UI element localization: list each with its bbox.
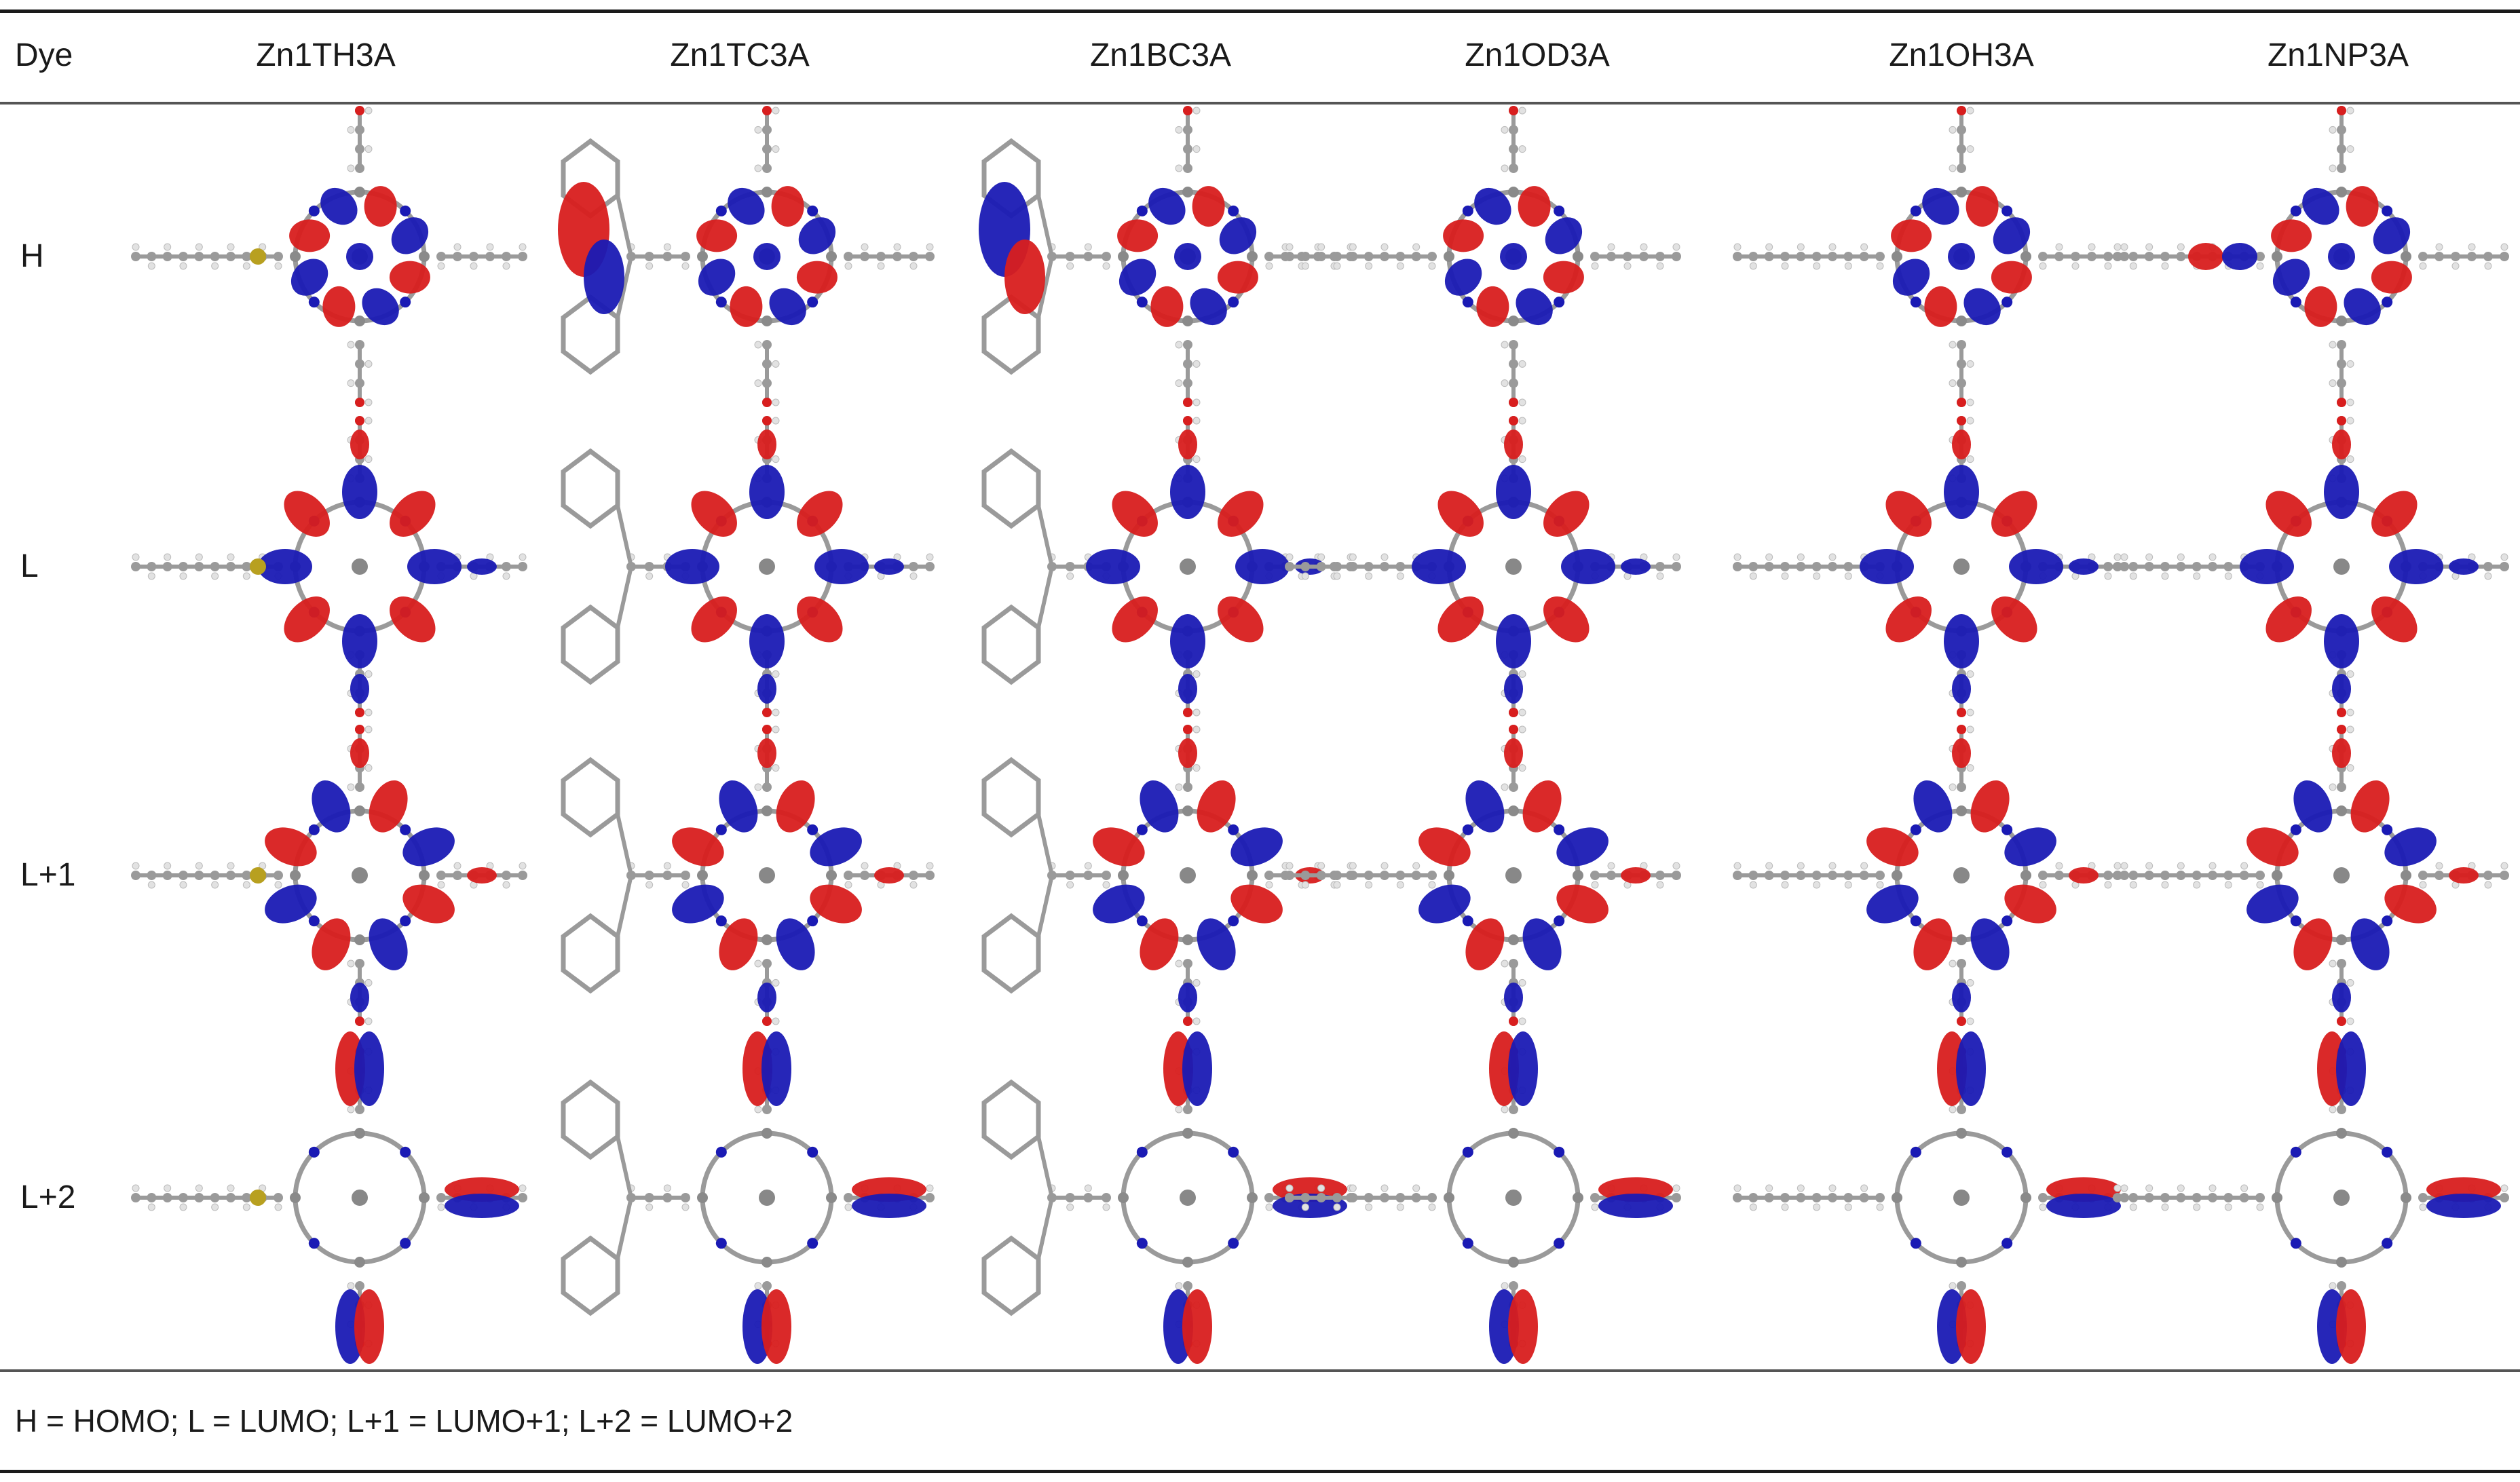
row-label-lumo-plus-2: L+2 [20,1179,76,1215]
table-footnote: H = HOMO; L = LUMO; L+1 = LUMO+1; L+2 = … [15,1403,793,1439]
orbital-image-r4-c6 [2113,1031,2509,1364]
orbital-image-r2-c6 [2113,416,2509,717]
column-header-6: Zn1NP3A [2267,37,2409,73]
orbital-image-r4-c5 [1733,1031,2129,1364]
column-header-2: Zn1TC3A [670,37,810,73]
column-header-1: Zn1TH3A [256,37,396,73]
orbital-image-r3-c3 [981,725,1355,1026]
header-rule [0,102,2520,104]
row-label-lumo-plus-1: L+1 [20,857,76,893]
orbital-image-r2-c3 [981,416,1355,717]
orbital-image-r2-c4 [1285,416,1681,717]
orbital-image-r3-c4 [1285,725,1681,1026]
column-header-5: Zn1OH3A [1889,37,2034,73]
orbital-image-r2-c5 [1733,416,2129,717]
orbital-image-r4-c2 [561,1031,935,1364]
orbital-image-r1-c4 [1285,106,1681,407]
orbital-image-r1-c2 [558,106,935,407]
orbital-image-r1-c5 [1733,106,2129,407]
column-header-3: Zn1BC3A [1089,37,1232,73]
orbital-image-r4-c1 [131,1031,527,1364]
column-header-4: Zn1OD3A [1465,37,1610,73]
orbital-image-r1-c1 [131,106,527,407]
corner-header: Dye [15,37,73,73]
row-label-homo: H [20,238,44,274]
footer-top-rule [0,1369,2520,1372]
orbital-image-r2-c1 [131,416,527,717]
orbital-image-r3-c2 [561,725,935,1026]
orbital-image-r1-c6 [2113,106,2509,407]
row-label-lumo: L [20,548,39,584]
orbital-image-r3-c5 [1733,725,2129,1026]
bottom-rule [0,1470,2520,1473]
orbital-image-r4-c4 [1285,1031,1681,1364]
orbital-image-r3-c6 [2113,725,2509,1026]
top-rule [0,10,2520,13]
orbital-image-r3-c1 [131,725,527,1026]
orbital-image-r2-c2 [561,416,935,717]
